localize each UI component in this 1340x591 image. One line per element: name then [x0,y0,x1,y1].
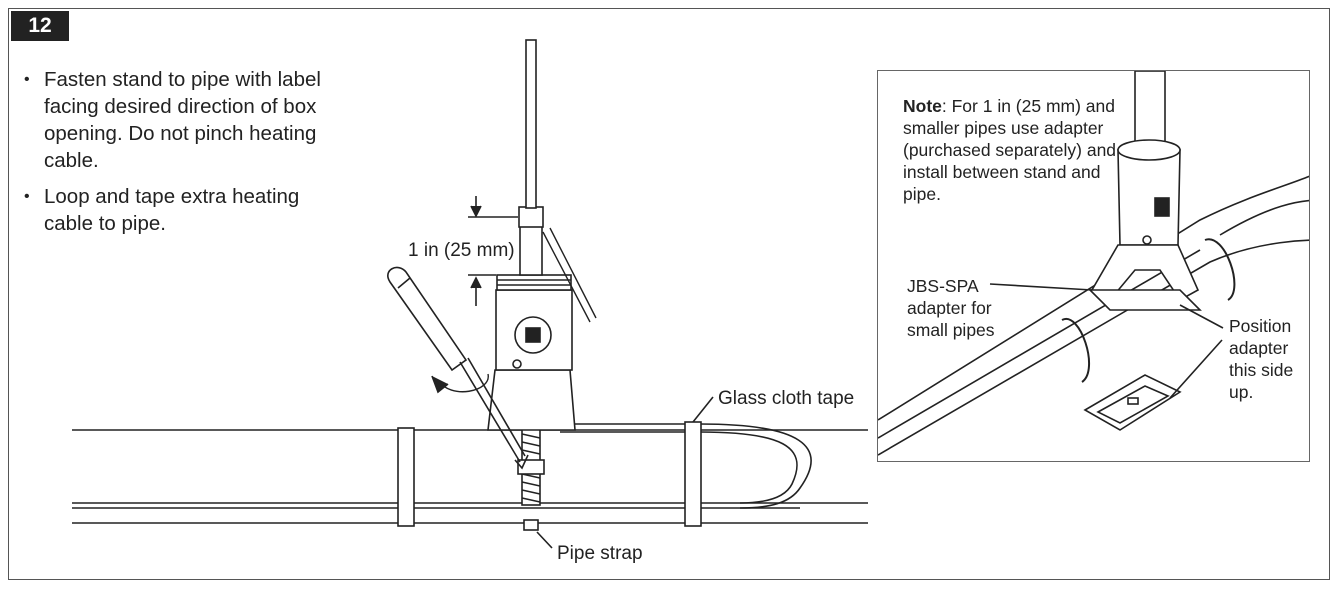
pipe-strap-leader [536,531,553,549]
pipe-strap-left [397,427,415,527]
step-number-badge: 12 [11,11,69,41]
instruction-list: Fasten stand to pipe with label facing d… [22,66,352,246]
glass-cloth-tape-label: Glass cloth tape [718,388,855,409]
note-text: : For 1 in (25 mm) and smaller pipes use… [903,96,1117,204]
pipe-strap-label: Pipe strap [557,543,643,564]
inset-detail-box [877,70,1310,462]
instruction-item: Loop and tape extra heating cable to pip… [22,183,352,237]
instruction-item: Fasten stand to pipe with label facing d… [22,66,352,174]
screwdriver [387,266,529,470]
figure-frame [8,8,1330,580]
inset-illustration [878,71,1309,456]
note-heading: Note [903,96,942,116]
connection-stand [487,39,597,431]
pipe [72,429,868,524]
glass-cloth-tape-leader [692,396,714,423]
heating-cable-loop [560,423,812,509]
position-adapter-label: Position adapter this side up. [1229,316,1294,402]
inset-note: Note: For 1 in (25 mm) and smaller pipes… [903,95,1118,205]
glass-cloth-tape-band [684,421,702,527]
adapter-label: JBS-SPA adapter for small pipes [907,276,995,340]
dimension-label: 1 in (25 mm) [408,240,515,261]
dimension-markers [468,196,518,306]
